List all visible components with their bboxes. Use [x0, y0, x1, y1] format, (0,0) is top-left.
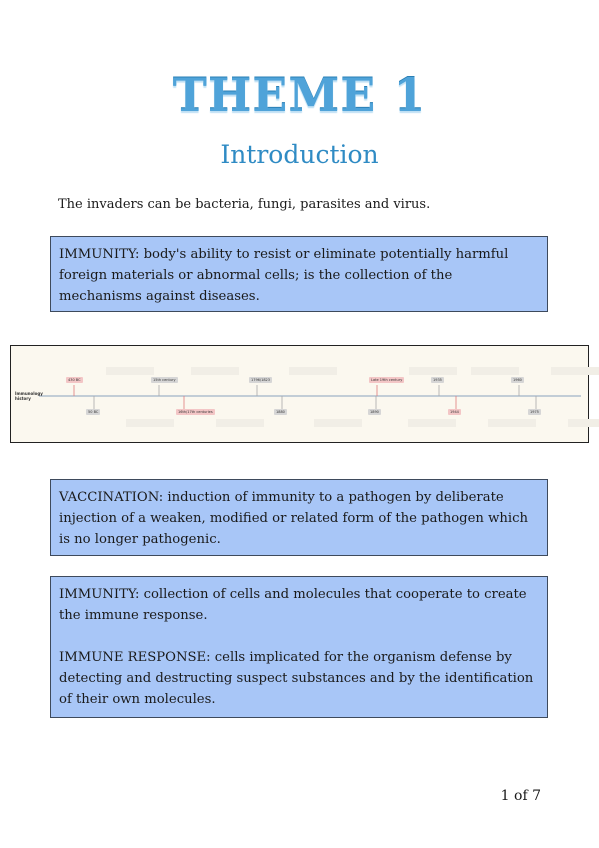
- timeline-bottom-node-3: 1890: [368, 409, 381, 415]
- page-title: THEME 1: [172, 68, 427, 122]
- timeline-note-placeholder: [106, 367, 154, 375]
- timeline-note-placeholder: [551, 367, 599, 375]
- timeline-note-placeholder: [471, 367, 519, 375]
- definition-box-immunity: IMMUNITY: body's ability to resist or el…: [50, 236, 548, 312]
- timeline-note-placeholder: [408, 419, 456, 427]
- timeline-note-placeholder: [314, 419, 362, 427]
- timeline-note-placeholder: [409, 367, 457, 375]
- page-number: 1 of 7: [500, 788, 541, 804]
- timeline-drawing: [39, 385, 581, 409]
- timeline-note-placeholder: [488, 419, 536, 427]
- timeline-top-node-5: 1960: [511, 377, 524, 383]
- timeline-note-placeholder: [126, 419, 174, 427]
- timeline-bottom-node-5: 1975: [528, 409, 541, 415]
- timeline-note-placeholder: [191, 367, 239, 375]
- timeline-top-node-0: 430 BC: [66, 377, 83, 383]
- timeline-figure: Immunology history 430 BC 15th century 179…: [10, 345, 599, 443]
- timeline-note-placeholder: [216, 419, 264, 427]
- definition-text-immunity: IMMUNITY: collection of cells and molecu…: [59, 587, 527, 623]
- definition-text: IMMUNITY: body's ability to resist or el…: [59, 247, 509, 304]
- page-subtitle: Introduction: [220, 140, 379, 169]
- definition-text-immune-response: IMMUNE RESPONSE: cells implicated for th…: [59, 650, 534, 707]
- definition-text: VACCINATION: induction of immunity to a …: [59, 490, 528, 547]
- timeline-top-node-3: Late 19th century: [369, 377, 405, 383]
- definition-box-vaccination: VACCINATION: induction of immunity to a …: [50, 479, 548, 556]
- timeline-note-placeholder: [568, 419, 599, 427]
- timeline-bottom-node-0: 50 BC: [86, 409, 101, 415]
- timeline-label: Immunology history: [15, 391, 43, 401]
- definition-box-immune-response: IMMUNITY: collection of cells and molecu…: [50, 576, 548, 718]
- timeline-top-node-4: 1935: [431, 377, 444, 383]
- timeline-note-placeholder: [289, 367, 337, 375]
- intro-text: The invaders can be bacteria, fungi, par…: [58, 197, 431, 212]
- timeline-bottom-node-2: 1880: [274, 409, 287, 415]
- timeline-bottom-node-4: 1944: [448, 409, 461, 415]
- timeline-top-node-2: 1796/1823: [249, 377, 272, 383]
- timeline-top-node-1: 15th century: [151, 377, 178, 383]
- timeline-bottom-node-1: 16th/17th centuries: [176, 409, 215, 415]
